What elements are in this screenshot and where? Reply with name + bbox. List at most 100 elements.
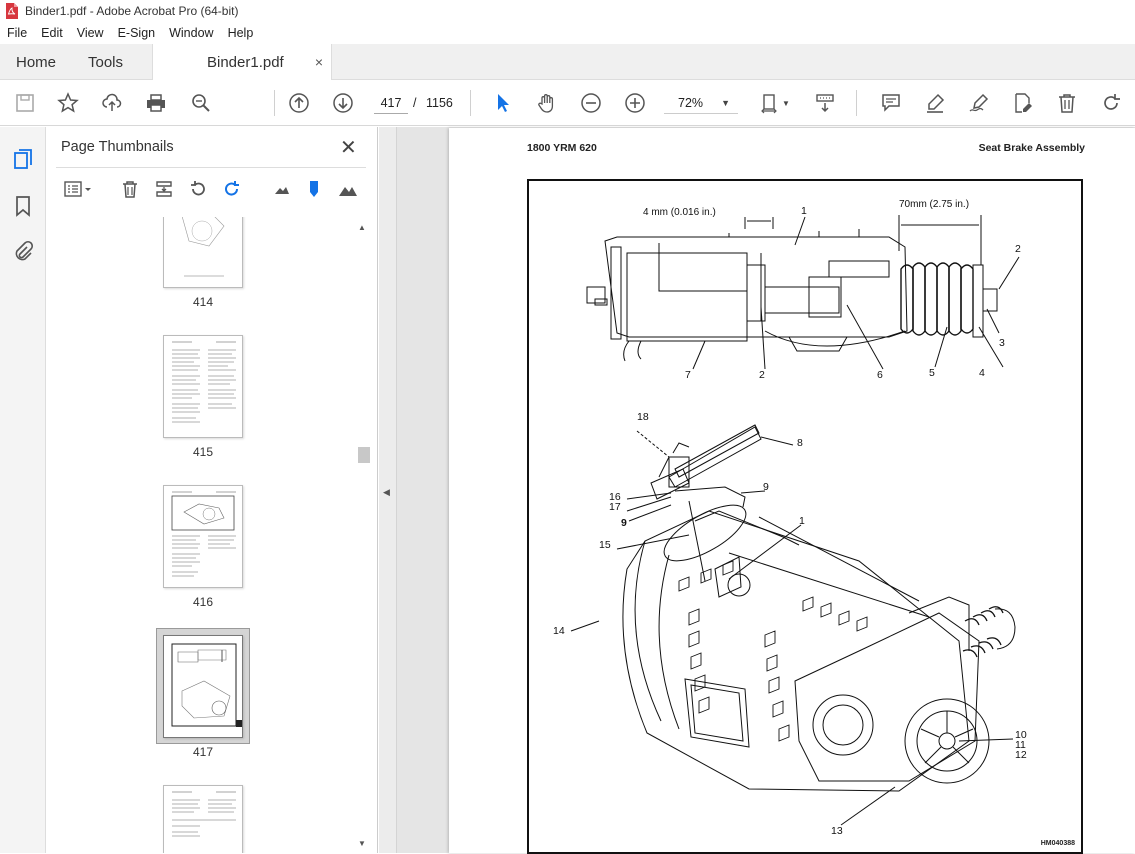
menu-file[interactable]: File xyxy=(7,26,28,40)
callout-number: 10 xyxy=(1015,729,1027,741)
tab-document[interactable]: Binder1.pdf × xyxy=(152,44,332,81)
thumbnail-page-number: 416 xyxy=(192,595,214,609)
edit-pdf-icon[interactable] xyxy=(1010,90,1036,116)
tab-bar: Home Tools Binder1.pdf × xyxy=(0,44,1135,81)
callout-number: 5 xyxy=(929,367,935,379)
highlight-pen-icon[interactable] xyxy=(922,90,948,116)
callout-number: 17 xyxy=(609,501,621,513)
callout-number: 14 xyxy=(553,625,565,637)
delete-pages-icon[interactable] xyxy=(118,177,142,201)
attachment-paperclip-icon[interactable] xyxy=(11,239,35,263)
zoom-level-value: 72% xyxy=(678,96,704,110)
scroll-mode-icon[interactable] xyxy=(812,90,838,116)
rotate-clockwise-icon[interactable] xyxy=(220,177,244,201)
scroll-down-icon[interactable]: ▼ xyxy=(358,839,366,848)
page-thumbnail-selected[interactable] xyxy=(163,635,243,738)
share-upload-icon[interactable] xyxy=(99,90,125,116)
thumbnail-page-number: 417 xyxy=(192,745,214,759)
page-fit-icon[interactable] xyxy=(758,90,784,116)
callout-number: 7 xyxy=(685,369,691,381)
redo-rotate-icon[interactable] xyxy=(1098,90,1124,116)
panel-collapse-handle[interactable]: ◀ xyxy=(379,127,397,853)
callout-number: 1 xyxy=(801,205,807,217)
tab-tools[interactable]: Tools xyxy=(88,53,124,71)
select-cursor-icon[interactable] xyxy=(490,90,516,116)
rotate-counterclockwise-icon[interactable] xyxy=(186,177,210,201)
toolbar-divider xyxy=(274,90,275,116)
comment-icon[interactable] xyxy=(878,90,904,116)
current-page-input[interactable]: 417 xyxy=(374,92,408,114)
window-title: Binder1.pdf - Adobe Acrobat Pro (64-bit) xyxy=(25,4,239,18)
dimension-gap-label: 4 mm (0.016 in.) xyxy=(643,207,716,218)
thumbnail-size-small-icon[interactable] xyxy=(270,177,294,201)
panel-title: Page Thumbnails xyxy=(61,139,174,155)
callout-number: 3 xyxy=(999,337,1005,349)
toolbar: 417 / 1156 72% ▼ ▼ xyxy=(0,80,1135,126)
zoom-search-icon[interactable] xyxy=(188,90,214,116)
zoom-out-icon[interactable] xyxy=(578,90,604,116)
page-thumbnail[interactable] xyxy=(163,485,243,588)
toolbar-divider xyxy=(856,90,857,116)
zoom-in-icon[interactable] xyxy=(622,90,648,116)
callout-number: 12 xyxy=(1015,749,1027,761)
menu-view[interactable]: View xyxy=(76,26,104,40)
previous-page-icon[interactable] xyxy=(286,90,312,116)
callout-number: 16 xyxy=(609,491,621,503)
dimension-spring-label: 70mm (2.75 in.) xyxy=(899,199,970,210)
thumbnail-page-number: 415 xyxy=(192,445,214,459)
figure-code: HM040388 xyxy=(1040,840,1075,847)
total-pages: 1156 xyxy=(426,96,453,110)
hand-tool-icon[interactable] xyxy=(534,90,560,116)
bookmark-star-icon[interactable] xyxy=(55,90,81,116)
title-bar: Binder1.pdf - Adobe Acrobat Pro (64-bit) xyxy=(0,0,1135,22)
pdf-page: 1800 YRM 620 Seat Brake Assembly xyxy=(449,128,1135,854)
menu-bar: File Edit View E-Sign Window Help xyxy=(0,22,1135,44)
page-header-right: Seat Brake Assembly xyxy=(978,142,1085,154)
chevron-left-icon: ◀ xyxy=(383,487,390,497)
thumbnail-size-slider-icon[interactable] xyxy=(302,177,326,201)
zoom-level-select[interactable]: 72% ▼ xyxy=(664,92,738,114)
page-thumbnail[interactable] xyxy=(163,335,243,438)
bookmark-icon[interactable] xyxy=(11,194,35,218)
panel-divider xyxy=(56,167,366,168)
tab-document-label: Binder1.pdf xyxy=(207,54,284,71)
thumbnail-size-large-icon[interactable] xyxy=(336,177,360,201)
navigation-rail xyxy=(0,127,46,853)
trash-icon[interactable] xyxy=(1054,90,1080,116)
thumbnail-scrollbar[interactable] xyxy=(356,219,372,853)
scroll-up-icon[interactable]: ▲ xyxy=(358,223,366,232)
callout-number: 13 xyxy=(831,825,843,837)
document-viewer[interactable]: ◀ 1800 YRM 620 Seat Brake Assembly xyxy=(379,127,1135,854)
page-thumbnail[interactable] xyxy=(163,785,243,853)
menu-help[interactable]: Help xyxy=(227,26,254,40)
callout-number: 18 xyxy=(637,411,649,423)
thumbnail-list: 414 415 416 xyxy=(46,217,356,853)
menu-esign[interactable]: E-Sign xyxy=(117,26,156,40)
callout-number: 15 xyxy=(599,539,611,551)
page-thumbnails-icon[interactable] xyxy=(11,147,35,171)
menu-window[interactable]: Window xyxy=(169,26,214,40)
menu-edit[interactable]: Edit xyxy=(41,26,63,40)
print-icon[interactable] xyxy=(143,90,169,116)
close-icon[interactable]: ✕ xyxy=(340,137,357,159)
tab-home[interactable]: Home xyxy=(16,53,57,71)
next-page-icon[interactable] xyxy=(330,90,356,116)
callout-number: 2 xyxy=(759,369,765,381)
scrollbar-thumb[interactable] xyxy=(358,447,370,463)
page-thumbnail[interactable] xyxy=(163,217,243,288)
fill-sign-icon[interactable] xyxy=(966,90,992,116)
save-icon[interactable] xyxy=(12,90,38,116)
callout-number: 9 xyxy=(763,481,769,493)
page-thumbnails-panel: Page Thumbnails ✕ 414 xyxy=(46,127,378,853)
acrobat-app-icon xyxy=(6,3,18,19)
chevron-down-icon: ▼ xyxy=(721,98,730,108)
callout-number: 8 xyxy=(797,437,803,449)
technical-illustration: 4 mm (0.016 in.) 70mm (2.75 in.) 1 2 3 4… xyxy=(527,179,1083,854)
callout-number: 6 xyxy=(877,369,883,381)
chevron-down-icon[interactable]: ▼ xyxy=(782,98,790,108)
page-header-left: 1800 YRM 620 xyxy=(527,142,597,154)
thumbnail-options-menu[interactable] xyxy=(60,177,96,201)
tab-close-icon[interactable]: × xyxy=(314,54,323,70)
thumbnail-page-number: 414 xyxy=(192,295,214,309)
extract-pages-icon[interactable] xyxy=(152,177,176,201)
